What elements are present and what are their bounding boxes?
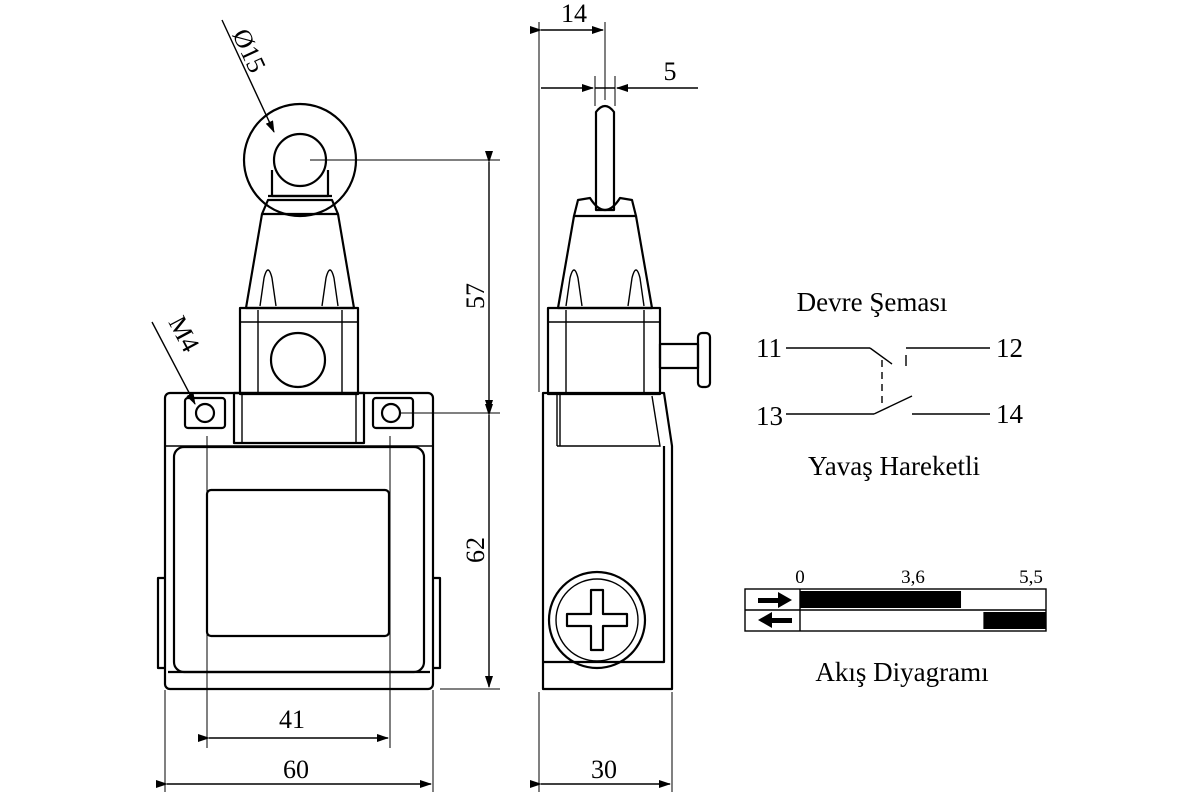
side-width-label: 30 [591,755,617,784]
tick-label: 5,5 [1019,567,1043,588]
actuator-head [238,198,360,396]
actuator-height-label: 57 [461,283,490,309]
front-view: Ø15 M4 57 62 41 60 [151,19,500,792]
circuit-title: Devre Şeması [797,287,948,317]
side-pin [658,331,712,389]
contact-closed-bar [983,612,1046,629]
side-head [546,215,662,396]
circuit-subtitle: Yavaş Hareketli [808,451,980,481]
roller-diameter-label: Ø15 [227,24,272,77]
switch-body [156,391,442,691]
forward-arrow-icon [758,592,792,608]
flow-title: Akış Diyagramı [815,657,988,687]
body-width-label: 60 [283,755,309,784]
tick-label: 3,6 [901,567,925,588]
lever [572,104,638,218]
side-body [541,391,674,691]
lever-width-label: 5 [664,57,677,86]
side-dimensions: 14 5 30 [530,0,698,792]
side-view: 14 5 30 [530,0,712,792]
side-offset-label: 14 [561,0,587,28]
thread-label: M4 [163,311,206,357]
terminal-14: 14 [996,399,1024,429]
body-height-label: 62 [461,537,490,563]
flow-diagram: 0 3,6 5,5 Akış Diyagramı [744,567,1047,687]
terminal-13: 13 [756,401,783,431]
terminal-11: 11 [756,333,782,363]
hole-spacing-label: 41 [279,705,305,734]
front-dimensions: Ø15 M4 57 62 41 60 [151,19,500,792]
flow-bars [800,591,1046,629]
contact-closed-bar [800,591,962,608]
tick-label: 0 [795,567,805,588]
backward-arrow-icon [758,612,792,628]
terminal-12: 12 [996,333,1023,363]
circuit-diagram: Devre Şeması 11 12 13 14 Yavaş Hareketli [756,287,1024,481]
